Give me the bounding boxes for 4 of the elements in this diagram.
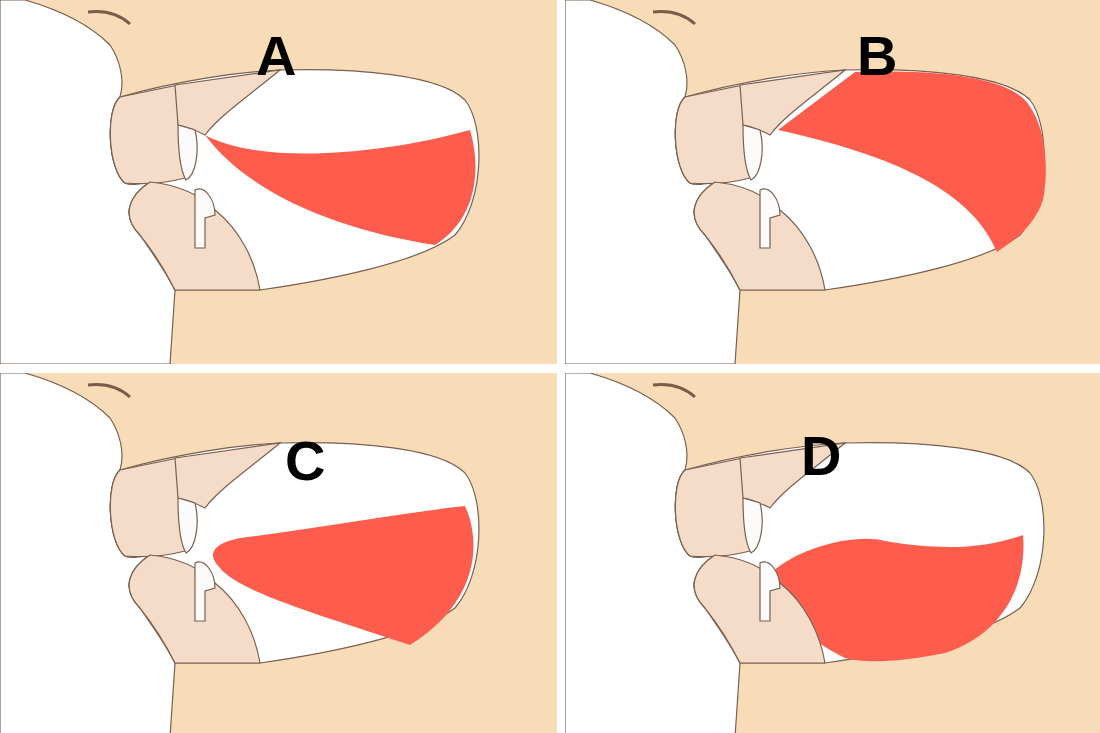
panel-letter: D [801,428,842,484]
panel-letter: A [256,28,297,84]
panel-letter: C [285,433,326,489]
panel-letter: B [857,28,898,84]
